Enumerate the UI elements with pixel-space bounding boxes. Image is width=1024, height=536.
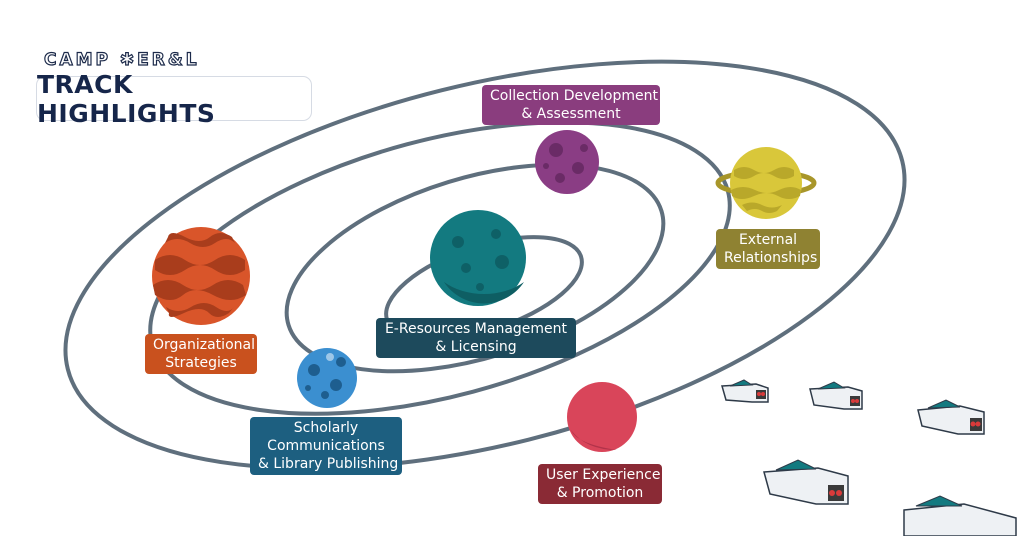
spaceship-icon — [917, 399, 985, 435]
track-label-scholarly-communications: Scholarly Communications & Library Publi… — [250, 417, 402, 475]
track-label-line: & Library Publishing — [258, 456, 399, 472]
track-label-e-resources-management: E-Resources Management & Licensing — [376, 318, 576, 358]
orbit-outer — [63, 59, 907, 471]
track-label-line: & Promotion — [556, 485, 644, 501]
brand-logo: CAMP ✱ER&L — [43, 49, 200, 70]
track-label-line: & Assessment — [521, 106, 621, 122]
yellow-ringed-planet — [715, 147, 817, 219]
spaceship-icon — [903, 495, 1017, 536]
purple-planet — [535, 130, 599, 194]
spaceship-icon — [721, 379, 769, 403]
blue-planet — [297, 348, 357, 408]
track-label-line: Relationships — [724, 250, 818, 266]
spaceship-icon — [809, 381, 863, 410]
track-label-line: E-Resources Management — [384, 321, 568, 337]
orange-planet — [152, 227, 250, 325]
title-badge: TRACK HIGHLIGHTS — [36, 70, 312, 128]
track-label-line: Organizational — [153, 337, 255, 353]
track-label-line: User Experience — [546, 467, 661, 483]
track-label-line: External — [738, 232, 798, 248]
spaceship-icon — [763, 459, 849, 505]
track-label-external-relationships: External Relationships — [716, 229, 820, 269]
teal-planet — [430, 210, 526, 306]
track-label-line: & Licensing — [435, 339, 517, 355]
track-label-organizational-strategies: Organizational Strategies — [145, 334, 257, 374]
track-label-user-experience: User Experience & Promotion — [538, 464, 662, 504]
track-label-line: Communications — [267, 438, 385, 454]
track-label-line: Strategies — [165, 355, 237, 371]
track-label-line: Collection Development — [490, 88, 658, 104]
red-planet — [567, 382, 637, 452]
track-label-collection-development: Collection Development & Assessment — [482, 85, 660, 125]
track-label-line: Scholarly — [293, 420, 359, 436]
page-title: TRACK HIGHLIGHTS — [37, 69, 216, 128]
